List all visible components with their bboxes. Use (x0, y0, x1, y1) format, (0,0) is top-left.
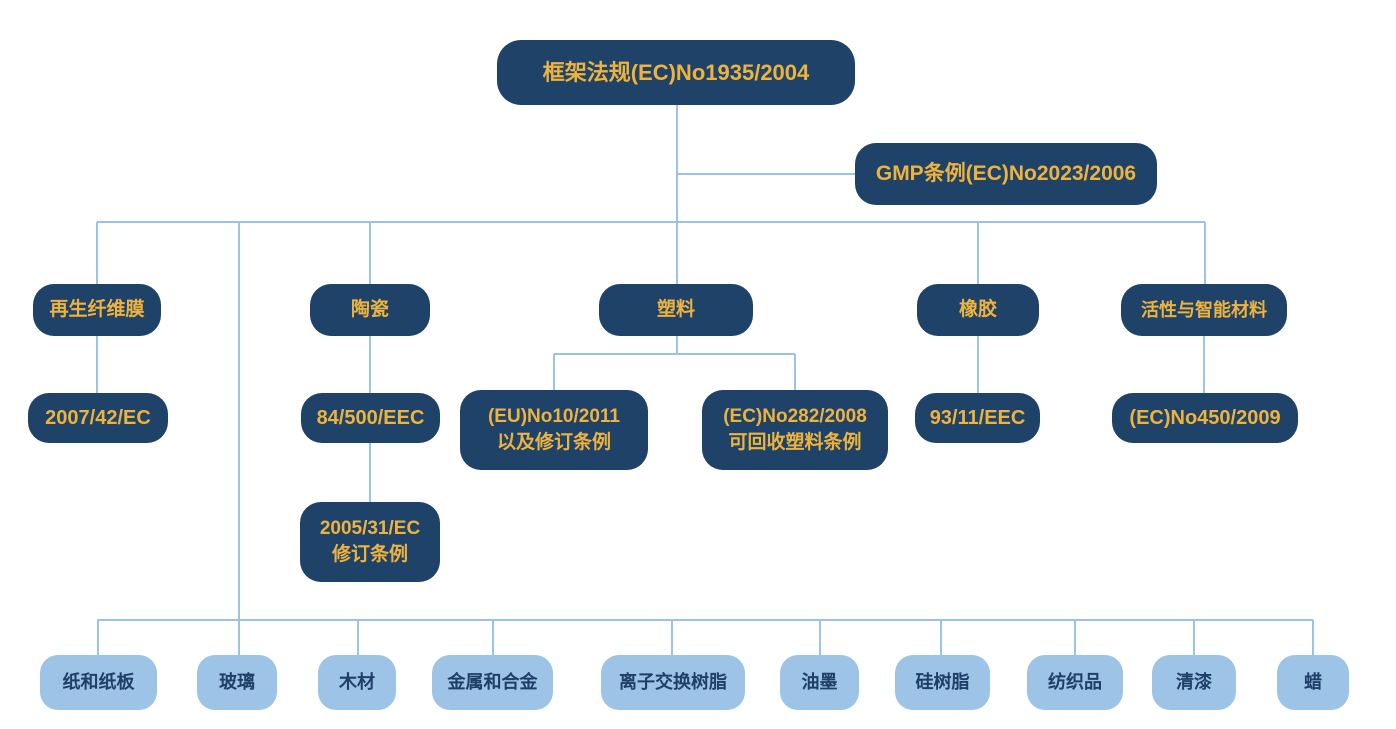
node-paper-and-board: 纸和纸板 (40, 655, 157, 710)
node-regulation-2005-31-ec: 2005/31/EC 修订条例 (300, 502, 440, 582)
node-regulation-ec-no282-2008: (EC)No282/2008 可回收塑料条例 (702, 390, 888, 470)
node-gmp-regulation: GMP条例(EC)No2023/2006 (855, 143, 1157, 205)
node-regenerated-cellulose: 再生纤维膜 (33, 284, 161, 336)
node-active-smart-materials: 活性与智能材料 (1121, 284, 1287, 336)
node-regulation-ec-no450-2009: (EC)No450/2009 (1112, 393, 1298, 443)
node-plastic: 塑料 (599, 284, 753, 336)
node-textiles: 纺织品 (1027, 655, 1123, 710)
node-ceramic: 陶瓷 (310, 284, 430, 336)
node-regulation-2007-42-ec: 2007/42/EC (28, 393, 168, 443)
node-regulation-84-500-eec: 84/500/EEC (301, 393, 440, 443)
node-framework-regulation: 框架法规(EC)No1935/2004 (497, 40, 855, 105)
node-glass: 玻璃 (197, 655, 277, 710)
node-wax: 蜡 (1277, 655, 1349, 710)
node-varnish: 清漆 (1152, 655, 1236, 710)
node-silicone: 硅树脂 (895, 655, 990, 710)
node-metals-and-alloys: 金属和合金 (432, 655, 553, 710)
node-regulation-eu-no10-2011: (EU)No10/2011 以及修订条例 (460, 390, 648, 470)
node-rubber: 橡胶 (917, 284, 1039, 336)
node-regulation-93-11-eec: 93/11/EEC (915, 393, 1040, 443)
node-wood: 木材 (318, 655, 396, 710)
node-ink: 油墨 (780, 655, 859, 710)
node-ion-exchange-resin: 离子交换树脂 (601, 655, 745, 710)
